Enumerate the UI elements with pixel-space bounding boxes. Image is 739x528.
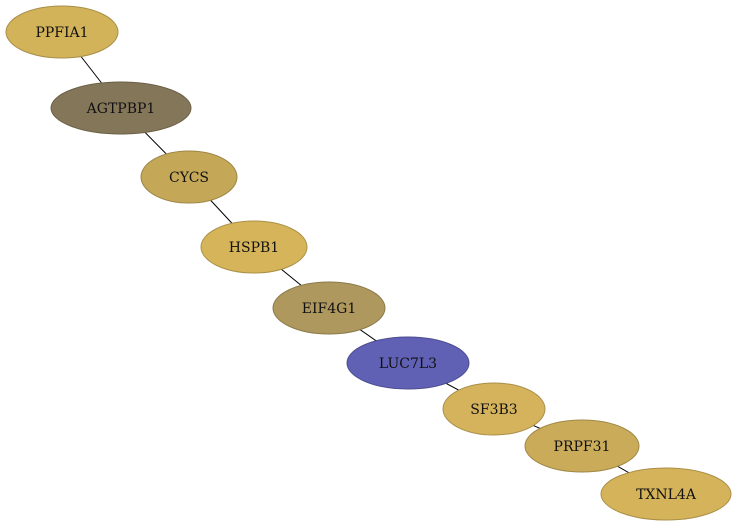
node-label: CYCS	[169, 170, 209, 186]
node-ellipse[interactable]	[5, 5, 119, 59]
node-ellipse[interactable]	[140, 150, 238, 204]
node-ppfia1[interactable]: PPFIA1	[5, 5, 119, 59]
node-label: PRPF31	[554, 439, 611, 455]
node-ellipse[interactable]	[524, 419, 640, 473]
node-label: SF3B3	[470, 402, 517, 418]
node-hspb1[interactable]: HSPB1	[200, 220, 308, 274]
node-ellipse[interactable]	[442, 382, 546, 436]
node-label: TXNL4A	[636, 487, 697, 503]
node-label: LUC7L3	[379, 356, 437, 372]
node-ellipse[interactable]	[50, 81, 192, 135]
node-ellipse[interactable]	[272, 281, 386, 335]
node-label: PPFIA1	[35, 25, 88, 41]
node-luc7l3[interactable]: LUC7L3	[346, 336, 470, 390]
node-eif4g1[interactable]: EIF4G1	[272, 281, 386, 335]
node-label: AGTPBP1	[86, 101, 156, 117]
node-label: EIF4G1	[302, 301, 356, 317]
node-ellipse[interactable]	[600, 467, 732, 521]
node-prpf31[interactable]: PRPF31	[524, 419, 640, 473]
node-ellipse[interactable]	[200, 220, 308, 274]
node-label: HSPB1	[229, 240, 279, 256]
node-ellipse[interactable]	[346, 336, 470, 390]
node-sf3b3[interactable]: SF3B3	[442, 382, 546, 436]
node-txnl4a[interactable]: TXNL4A	[600, 467, 732, 521]
node-agtpbp1[interactable]: AGTPBP1	[50, 81, 192, 135]
node-cycs[interactable]: CYCS	[140, 150, 238, 204]
